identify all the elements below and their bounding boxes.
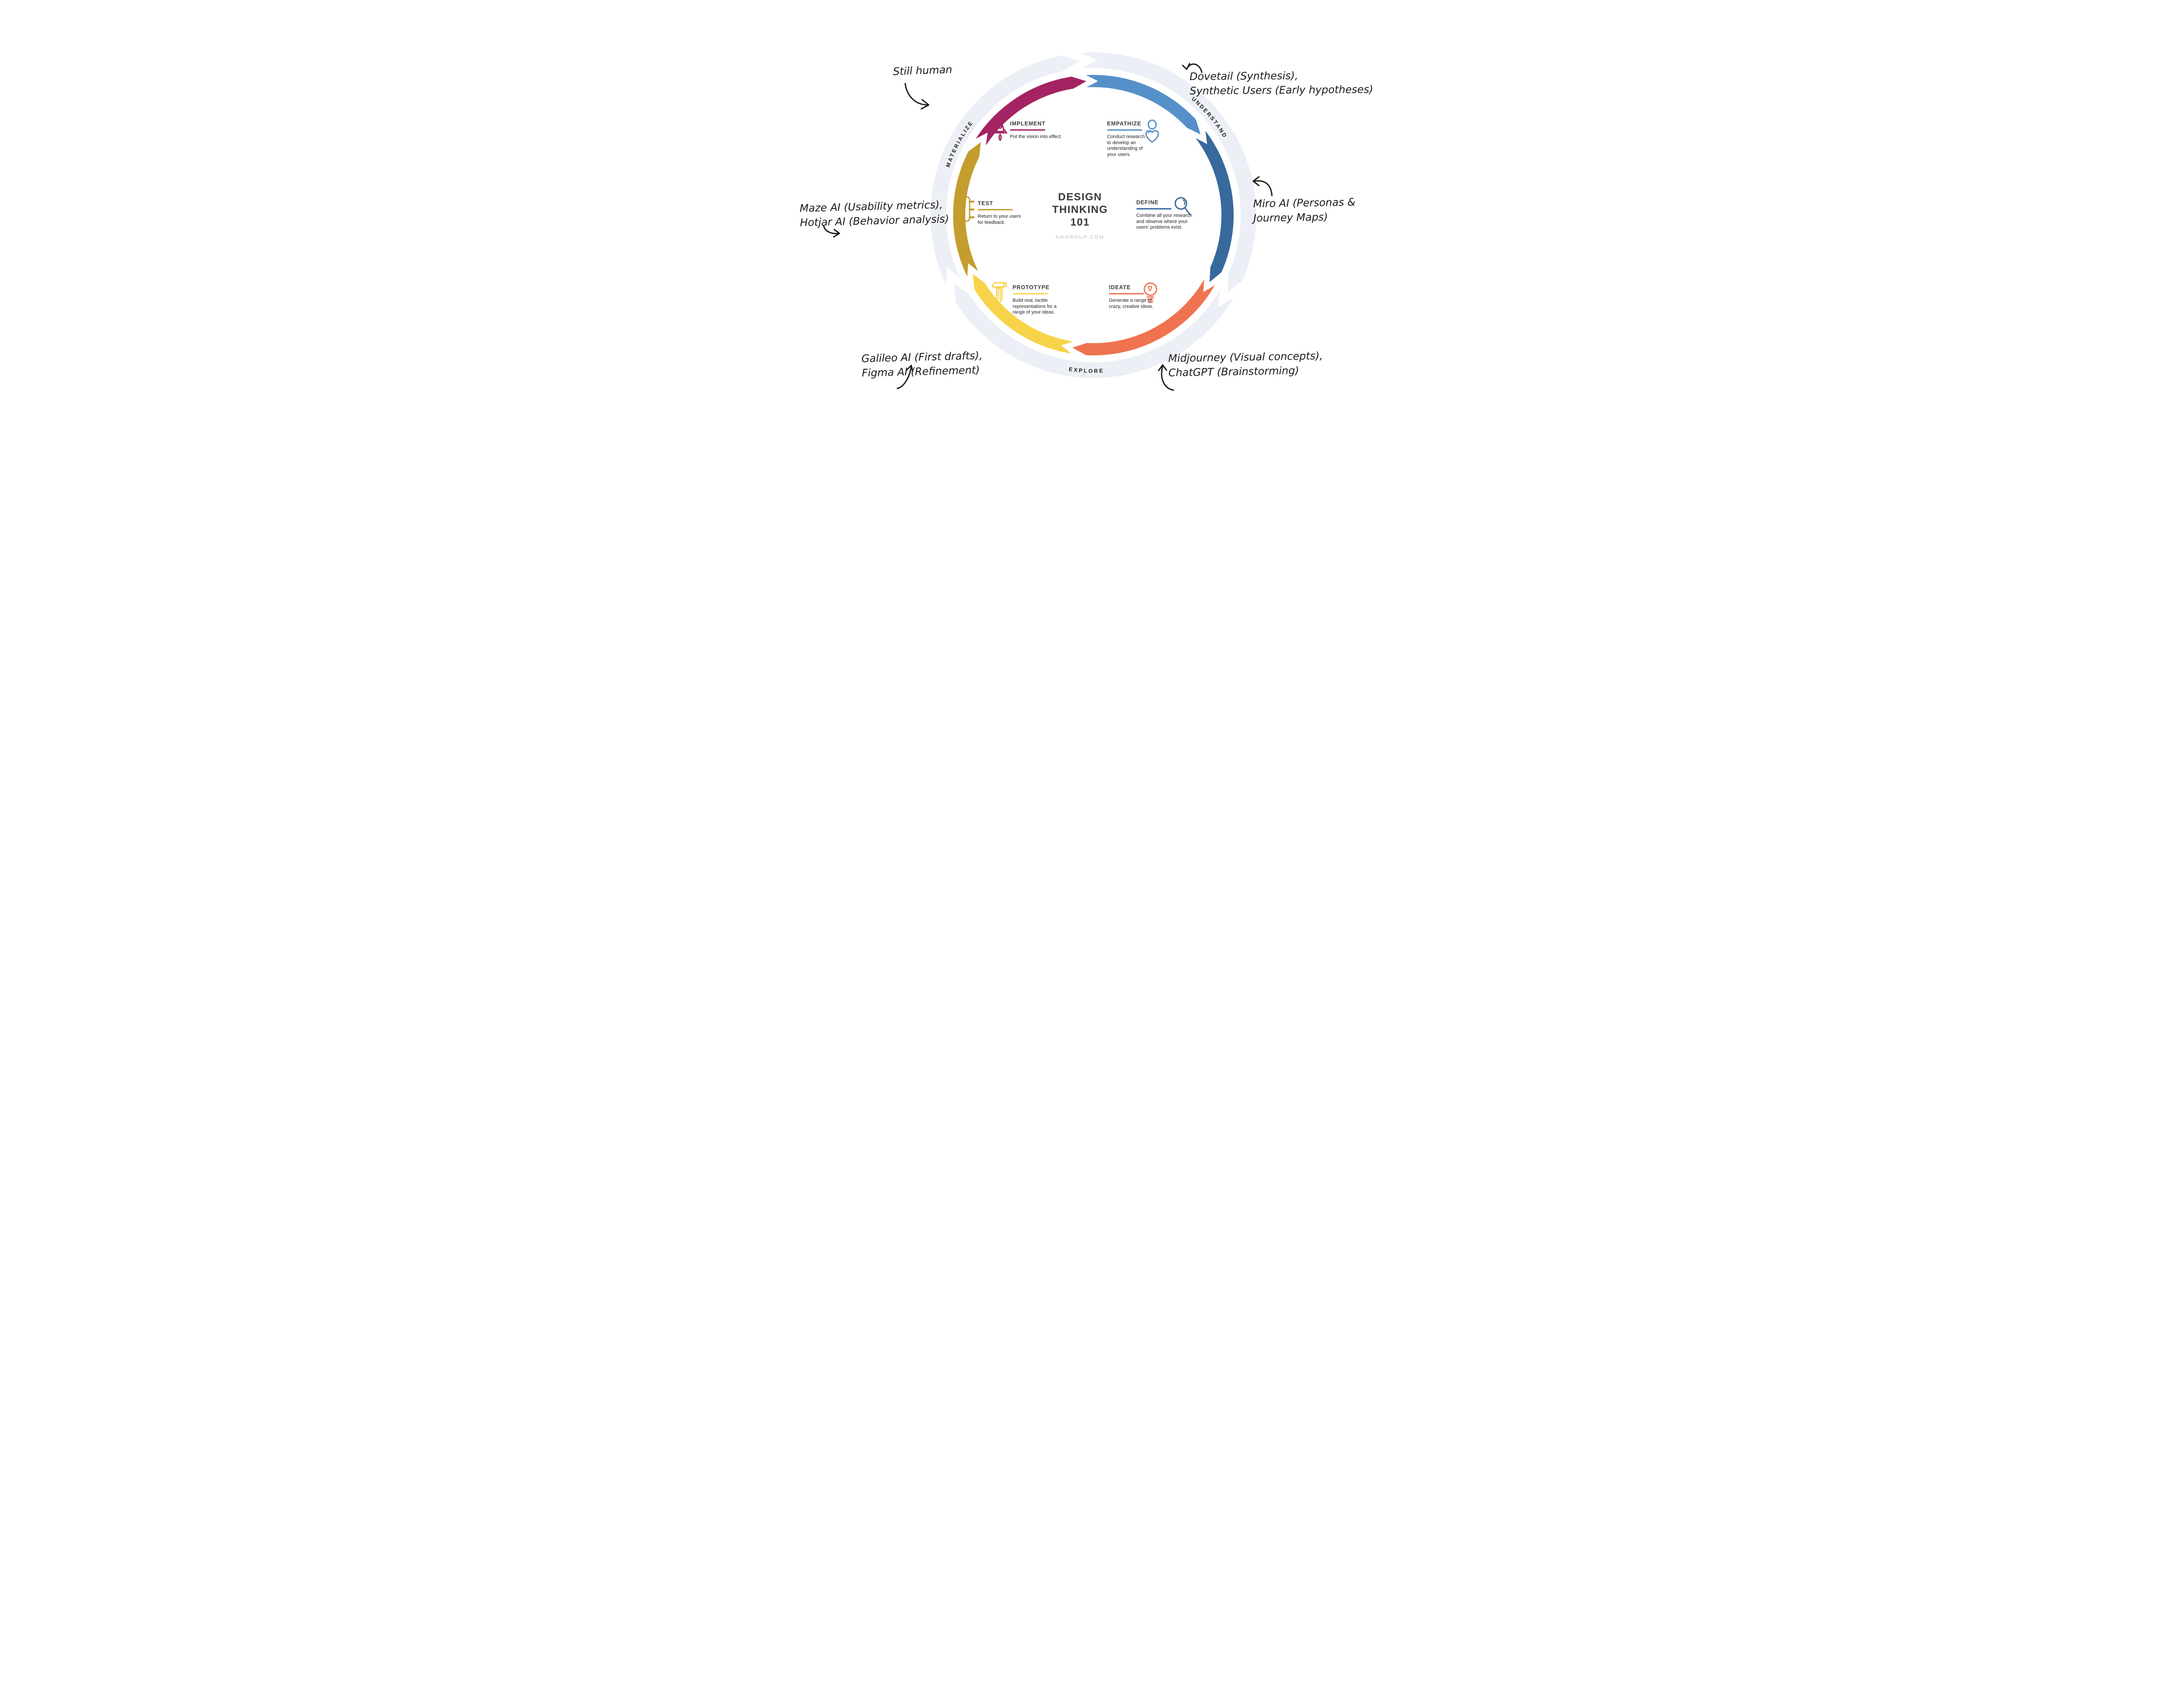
stage-arc-ideate <box>1072 279 1215 356</box>
stage-arrow-ring <box>953 74 1234 356</box>
annotation-arrow-maze <box>823 225 840 238</box>
stage-arc-prototype <box>972 274 1073 354</box>
annotation-arrow-miro <box>1252 176 1272 196</box>
stage-arc-define <box>1195 131 1234 282</box>
stage-arc-test <box>953 142 981 277</box>
hammer-pencil-icon <box>992 282 1007 304</box>
annotation-arrow-galileo <box>896 365 913 389</box>
rocket-icon <box>993 121 1007 141</box>
phase-arc-understand <box>1080 52 1256 293</box>
lightbulb-icon <box>1143 282 1157 303</box>
design-thinking-diagram: UNDERSTAND EXPLORE MATERIALIZE <box>795 0 1383 427</box>
magnifier-icon <box>1174 197 1190 216</box>
phase-arc-explore <box>954 283 1234 378</box>
annotation-arrow-midjourney <box>1158 364 1174 391</box>
person-heart-icon <box>1145 119 1159 143</box>
phase-arc-materialize <box>930 55 1080 285</box>
stage-arc-empathize <box>1086 74 1201 135</box>
phase-label-explore: EXPLORE <box>1068 366 1104 374</box>
outer-phase-ring <box>930 52 1256 378</box>
diagram-rings: UNDERSTAND EXPLORE MATERIALIZE <box>823 52 1272 391</box>
annotation-arrow-dovetail <box>1182 63 1202 73</box>
annotation-arrow-still-human <box>904 83 929 110</box>
checklist-icon <box>956 196 974 222</box>
stage-arc-implement <box>975 77 1086 145</box>
